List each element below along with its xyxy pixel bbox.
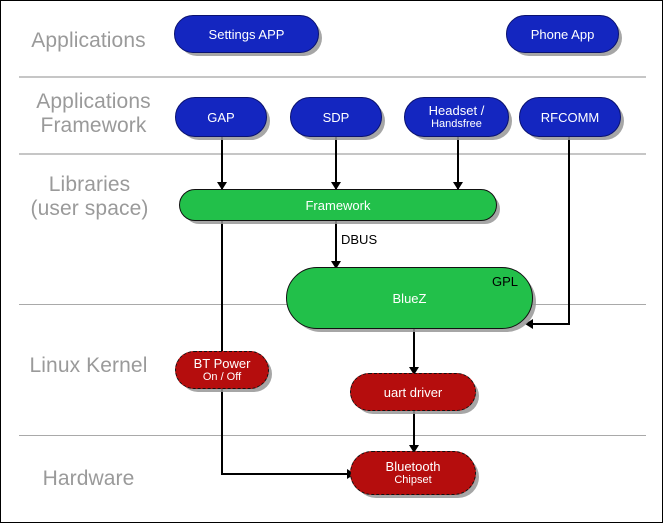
node-gap[interactable]: GAP: [175, 97, 267, 137]
node-settings-app[interactable]: Settings APP: [174, 15, 319, 53]
arrowhead-framework-to-bluez: [331, 261, 341, 269]
tier-label-linux-kernel: Linux Kernel: [29, 354, 148, 377]
tier-label-hardware: Hardware: [42, 467, 135, 490]
node-bluetooth-chipset[interactable]: Bluetooth Chipset: [350, 451, 476, 495]
node-rfcomm[interactable]: RFCOMM: [519, 97, 621, 137]
connector-gap-to-framework: [221, 137, 223, 190]
node-headset-handsfree-label: Headset /: [428, 103, 485, 118]
node-sdp-label: SDP: [322, 109, 350, 125]
node-headset-handsfree[interactable]: Headset / Handsfree: [404, 97, 509, 137]
node-bt-power-sublabel: On / Off: [202, 371, 242, 383]
node-uart-driver[interactable]: uart driver: [350, 373, 476, 411]
connector-headset-to-framework: [457, 137, 459, 190]
connector-framework-to-bluez: [335, 220, 337, 269]
node-sdp[interactable]: SDP: [290, 97, 382, 137]
node-bt-power-label: BT Power: [193, 356, 251, 371]
arrowhead-bluez-to-uart: [409, 367, 419, 375]
arrowhead-uart-to-chipset: [409, 445, 419, 453]
connector-sdp-to-framework: [335, 137, 337, 190]
connector-uart-to-chipset: [413, 409, 415, 453]
node-phone-app[interactable]: Phone App: [506, 15, 619, 53]
node-gap-label: GAP: [207, 109, 235, 125]
connector-rfcomm-vertical: [568, 137, 570, 325]
node-bluez-license-tag: GPL: [491, 274, 518, 289]
tier-label-applications: Applications: [31, 29, 146, 52]
node-bluez-label: BlueZ: [392, 290, 427, 306]
node-framework-label: Framework: [305, 197, 371, 213]
arrowhead-sdp-to-framework: [331, 182, 341, 190]
arrowhead-headset-to-framework: [453, 182, 463, 190]
connector-framework-to-chipset-horizontal: [221, 473, 349, 475]
node-rfcomm-label: RFCOMM: [540, 109, 600, 125]
divider-applications: [19, 76, 646, 78]
node-settings-app-label: Settings APP: [208, 26, 285, 42]
tier-label-libraries: Libraries (user space): [30, 173, 149, 220]
connector-rfcomm-horizontal: [533, 323, 570, 325]
node-bluetooth-chipset-sublabel: Chipset: [394, 474, 432, 486]
arrowhead-rfcomm-to-bluez: [525, 319, 533, 329]
node-bluez[interactable]: GPL BlueZ: [286, 267, 533, 329]
node-headset-handsfree-sublabel: Handsfree: [431, 118, 482, 130]
connector-framework-to-chipset-vertical: [221, 220, 223, 475]
node-phone-app-label: Phone App: [530, 26, 595, 42]
node-bt-power[interactable]: BT Power On / Off: [175, 351, 269, 389]
node-framework[interactable]: Framework: [179, 189, 497, 221]
tier-label-applications-framework: Applications Framework: [36, 90, 151, 137]
node-uart-driver-label: uart driver: [383, 384, 443, 400]
connector-bluez-to-uart: [413, 329, 415, 373]
node-bluetooth-chipset-label: Bluetooth: [385, 459, 441, 474]
divider-linux-kernel: [19, 435, 646, 436]
divider-applications-framework: [19, 153, 646, 155]
arrowhead-gap-to-framework: [217, 182, 227, 190]
edge-label-dbus: DBUS: [339, 232, 380, 247]
